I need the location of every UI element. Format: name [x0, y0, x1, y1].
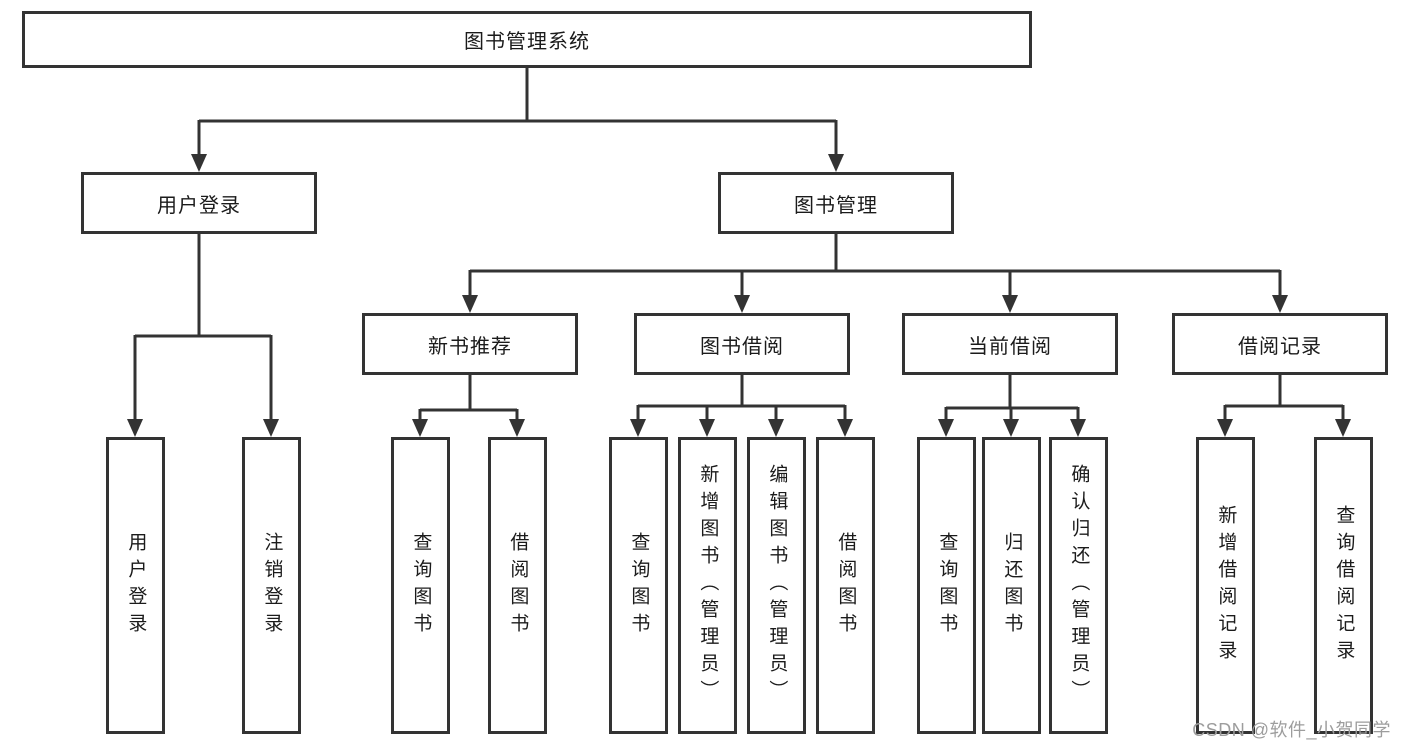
node-current-borrowing: 当前借阅 — [902, 313, 1118, 375]
node-book-borrowing: 图书借阅 — [634, 313, 850, 375]
arrow-down-icon — [1003, 419, 1019, 437]
arrow-down-icon — [837, 419, 853, 437]
node-new-book-recommendation: 新书推荐 — [362, 313, 578, 375]
leaf-return-book: 归还图书 — [982, 437, 1041, 734]
leaf-logout: 注销登录 — [242, 437, 301, 734]
arrow-down-icon — [1070, 419, 1086, 437]
arrow-down-icon — [1335, 419, 1351, 437]
arrow-down-icon — [828, 154, 844, 172]
node-user-login: 用户登录 — [81, 172, 317, 234]
leaf-add-borrow-record: 新增借阅记录 — [1196, 437, 1255, 734]
arrow-down-icon — [1217, 419, 1233, 437]
leaf-query-books-current: 查询图书 — [917, 437, 976, 734]
arrow-down-icon — [263, 419, 279, 437]
arrow-down-icon — [1272, 295, 1288, 313]
leaf-query-books-recommend: 查询图书 — [391, 437, 450, 734]
arrow-down-icon — [630, 419, 646, 437]
arrow-down-icon — [127, 419, 143, 437]
csdn-watermark: CSDN @软件_小贺同学 — [1192, 720, 1391, 740]
node-book-management: 图书管理 — [718, 172, 954, 234]
leaf-edit-book-admin: 编辑图书（管理员） — [747, 437, 806, 734]
arrowheads — [127, 154, 1351, 437]
arrow-down-icon — [768, 419, 784, 437]
leaf-borrow-books-recommend: 借阅图书 — [488, 437, 547, 734]
arrow-down-icon — [509, 419, 525, 437]
arrow-down-icon — [938, 419, 954, 437]
arrow-down-icon — [734, 295, 750, 313]
node-borrowing-records: 借阅记录 — [1172, 313, 1388, 375]
arrow-down-icon — [699, 419, 715, 437]
leaf-query-books-borrowing: 查询图书 — [609, 437, 668, 734]
arrow-down-icon — [412, 419, 428, 437]
leaf-add-book-admin: 新增图书（管理员） — [678, 437, 737, 734]
leaf-confirm-return-admin: 确认归还（管理员） — [1049, 437, 1108, 734]
leaf-query-borrow-record: 查询借阅记录 — [1314, 437, 1373, 734]
arrow-down-icon — [191, 154, 207, 172]
leaf-borrow-books-borrowing: 借阅图书 — [816, 437, 875, 734]
arrow-down-icon — [462, 295, 478, 313]
leaf-user-login: 用户登录 — [106, 437, 165, 734]
arrow-down-icon — [1002, 295, 1018, 313]
node-root-library-management-system: 图书管理系统 — [22, 11, 1032, 68]
